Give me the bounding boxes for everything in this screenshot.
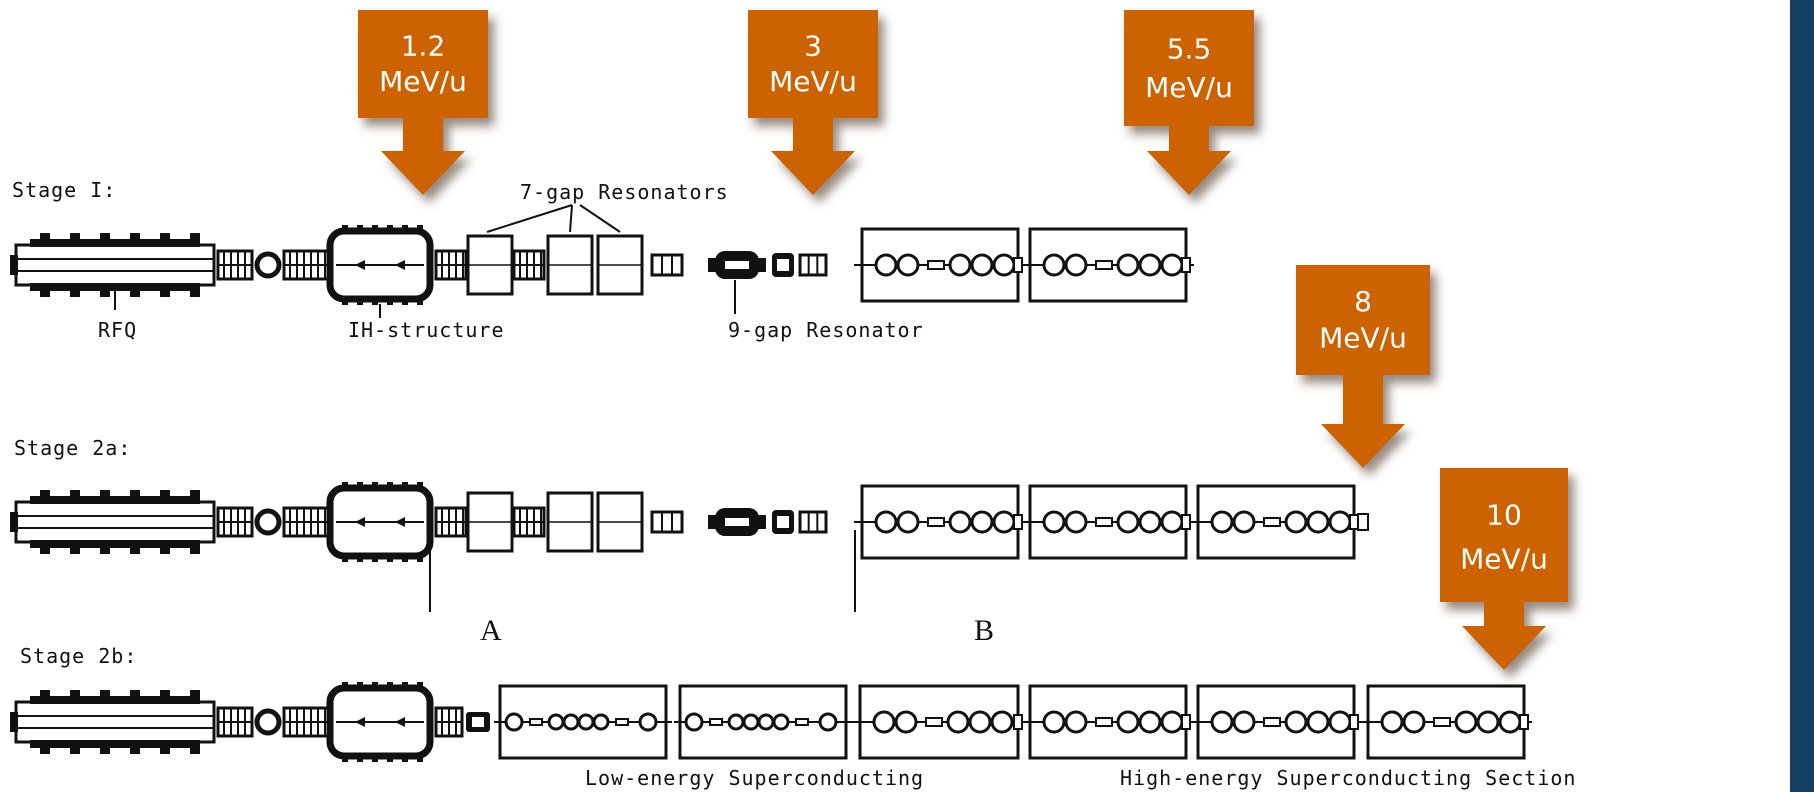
energy-value: 10 (1486, 498, 1522, 531)
energy-unit: MeV/u (1145, 71, 1233, 104)
stage-label-1: Stage I: (12, 178, 116, 202)
high-energy-label: High-energy Superconducting Section (1120, 766, 1576, 790)
energy-arrow-shape (1124, 10, 1254, 195)
energy-arrow-shape (1440, 468, 1568, 670)
energy-arrow-shape (748, 10, 878, 195)
stage-1-beamline (10, 204, 1194, 318)
stage-label-2a: Stage 2a: (14, 436, 131, 460)
energy-value: 1.2 (401, 29, 446, 62)
energy-unit: MeV/u (1319, 322, 1407, 355)
energy-unit: MeV/u (769, 65, 857, 98)
energy-value: 5.5 (1167, 33, 1212, 66)
energy-value: 8 (1354, 285, 1372, 318)
stage-2a-beamline (10, 482, 1369, 612)
marker-a: A (480, 614, 502, 647)
energy-value: 3 (804, 29, 822, 62)
right-edge-bar (1790, 0, 1814, 792)
seven-gap-label: 7-gap Resonators (520, 180, 729, 204)
nine-gap-label: 9-gap Resonator (728, 318, 924, 342)
energy-unit: MeV/u (1460, 543, 1548, 576)
stage-2b-beamline (10, 682, 1532, 762)
ih-structure-label: IH-structure (348, 318, 505, 342)
energy-arrow-shape (1296, 265, 1430, 468)
low-energy-label: Low-energy Superconducting (585, 766, 924, 790)
stage-label-2b: Stage 2b: (20, 644, 137, 668)
rfq-label: RFQ (98, 318, 137, 342)
energy-unit: MeV/u (379, 65, 467, 98)
marker-b: B (974, 614, 994, 647)
energy-arrow-shape (358, 10, 488, 195)
